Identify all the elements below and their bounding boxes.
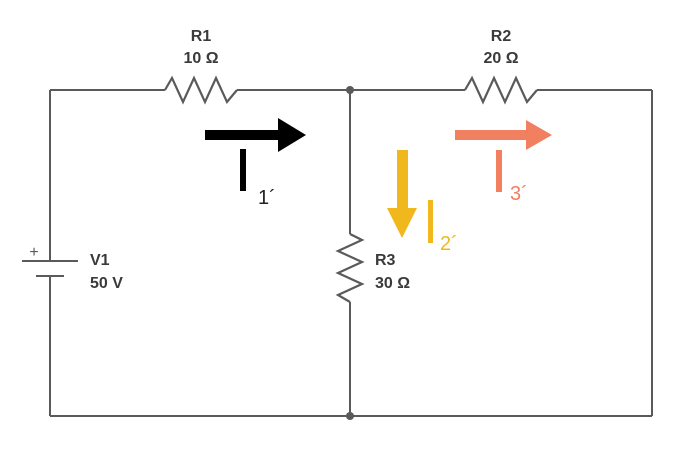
r1-value: 10 Ω — [183, 50, 218, 67]
current-i2-arrow — [387, 150, 417, 238]
v1-name: V1 — [90, 252, 110, 269]
battery-plus-sign: + — [29, 244, 38, 261]
resistor-r1: R1 10 Ω — [164, 28, 238, 105]
current-i1-arrow — [205, 118, 306, 152]
current-i3-label: 3´ — [510, 183, 528, 205]
current-i3-bar — [496, 150, 502, 192]
resistor-r3: R3 30 Ω — [335, 233, 410, 303]
current-i2-bar — [428, 200, 433, 243]
r1-name: R1 — [191, 28, 212, 45]
current-i1-bar — [240, 149, 246, 191]
resistor-r2: R2 20 Ω — [464, 28, 538, 105]
current-i1-label: 1´ — [258, 187, 276, 209]
current-i3: 3´ — [455, 120, 552, 205]
current-i2: 2´ — [387, 150, 458, 255]
voltage-source-v1: + V1 50 V — [22, 244, 123, 292]
v1-value: 50 V — [90, 275, 123, 292]
current-i3-arrow — [455, 120, 552, 150]
junction-top — [346, 86, 354, 94]
junction-bottom — [346, 412, 354, 420]
r3-name: R3 — [375, 252, 396, 269]
current-i2-label: 2´ — [440, 233, 458, 255]
r2-name: R2 — [491, 28, 512, 45]
r2-value: 20 Ω — [483, 50, 518, 67]
r3-value: 30 Ω — [375, 275, 410, 292]
current-i1: 1´ — [205, 118, 306, 209]
wires — [49, 89, 653, 417]
